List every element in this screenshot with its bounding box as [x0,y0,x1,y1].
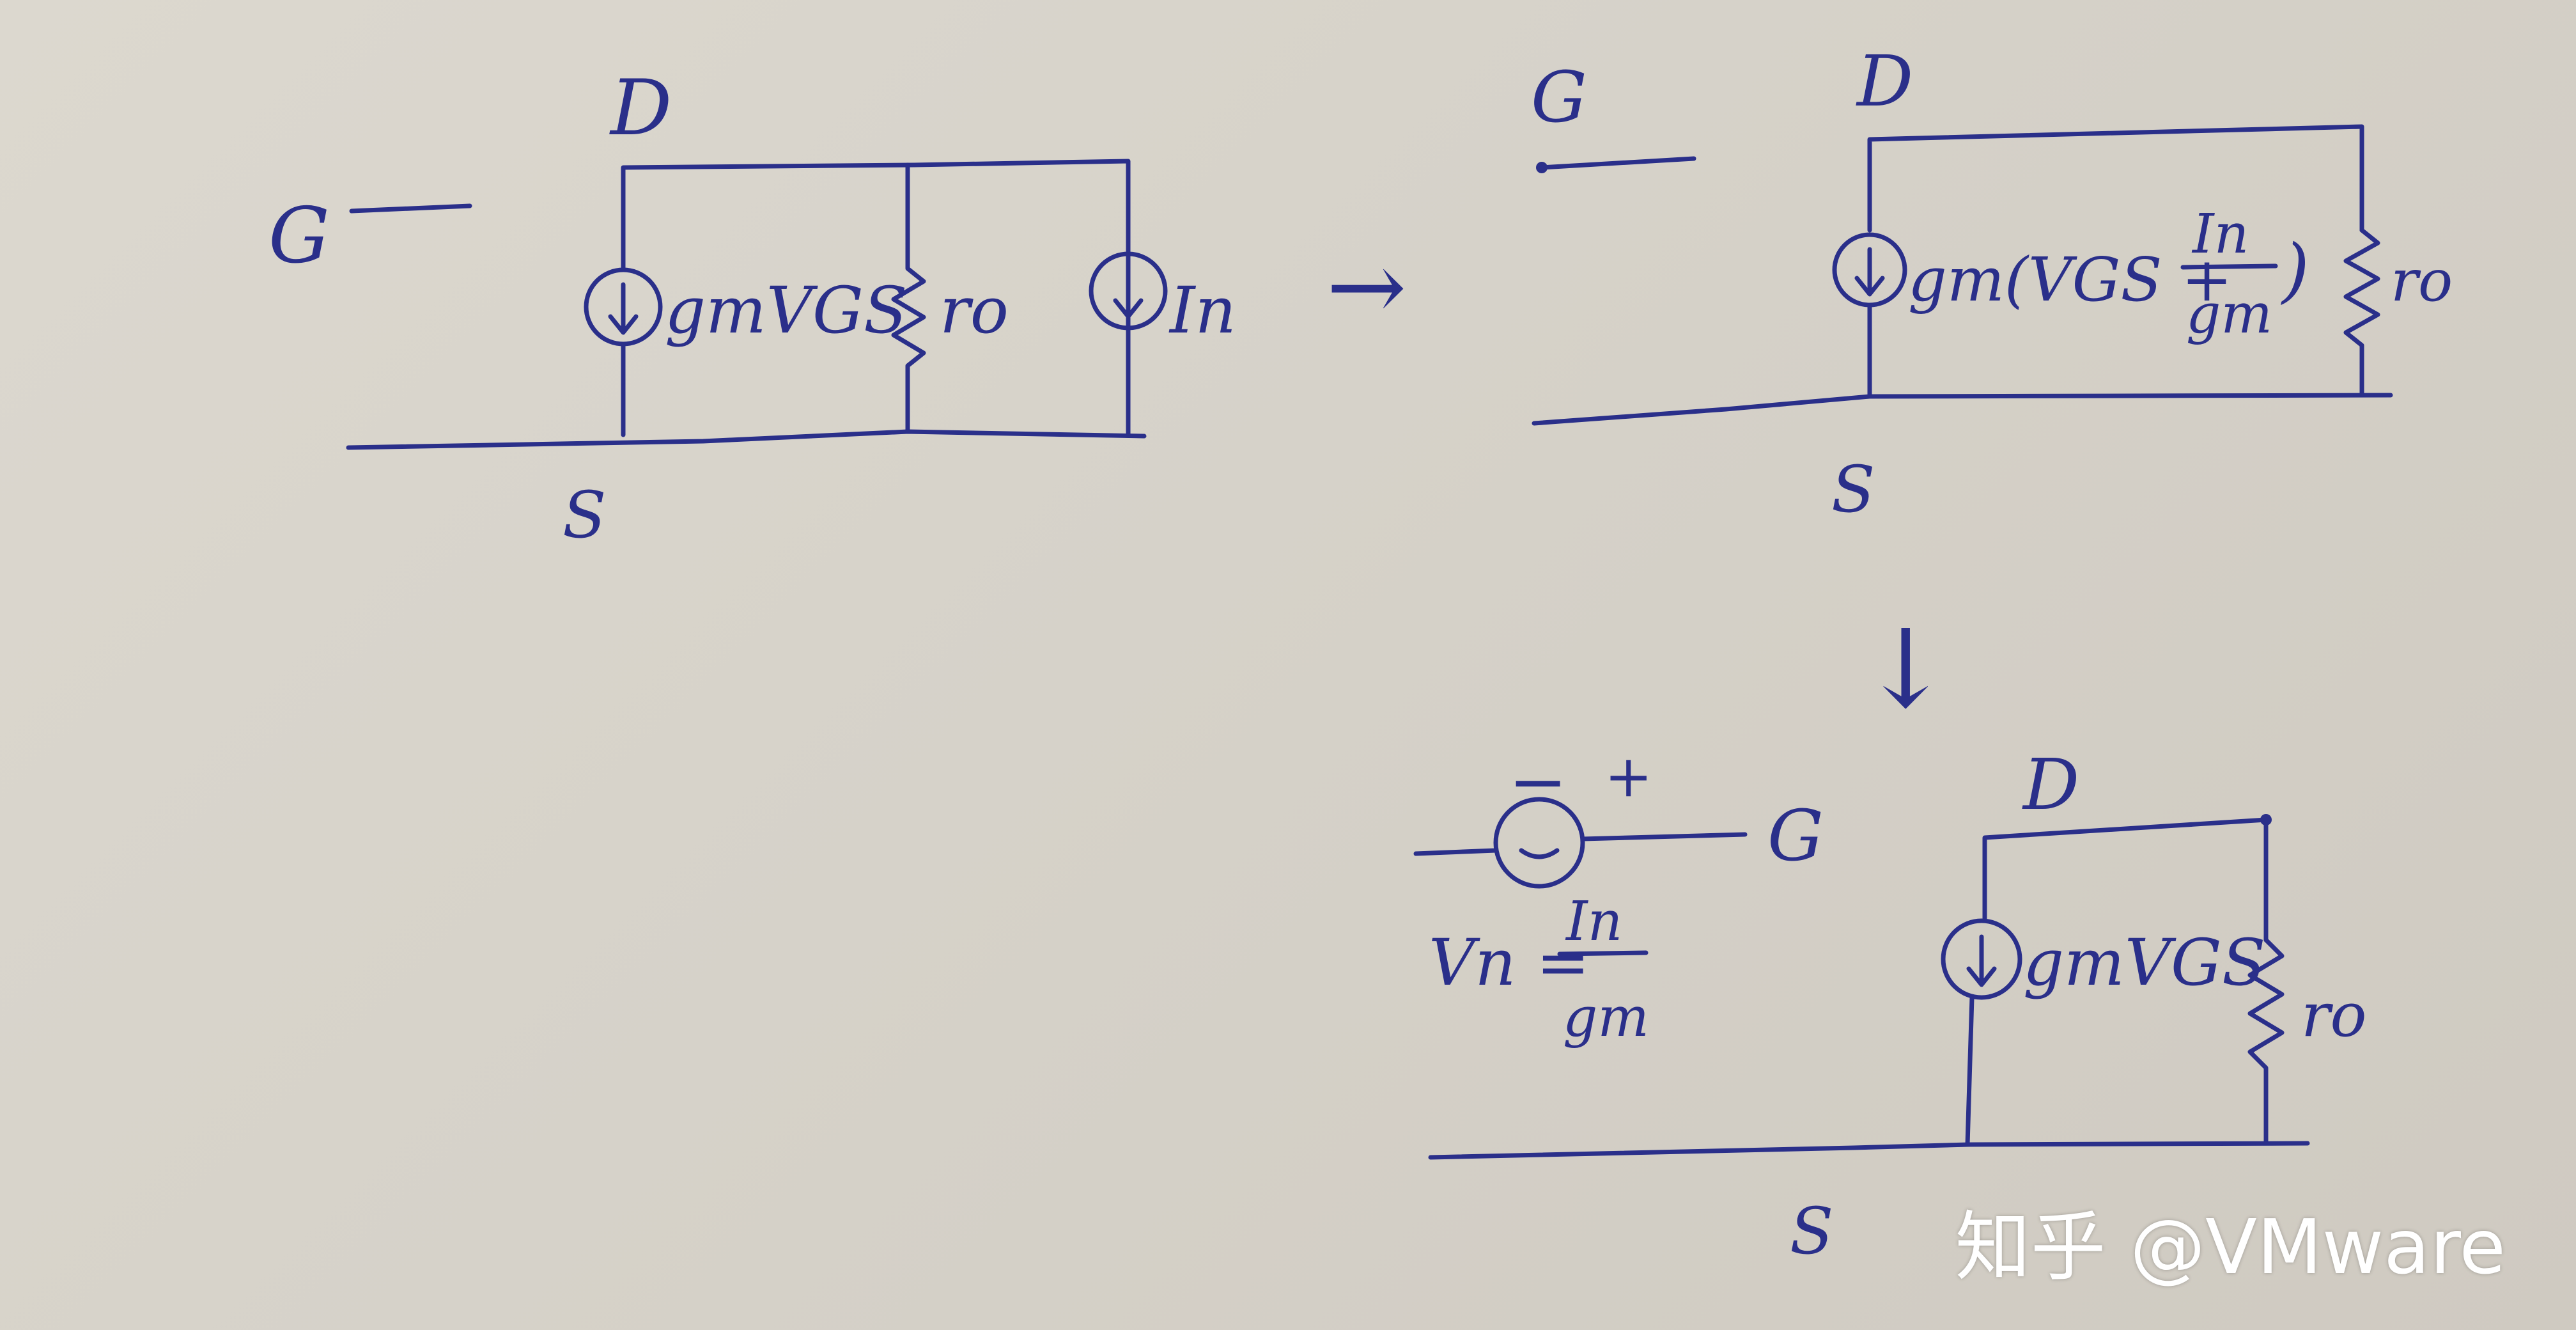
d3-plus-label: + [1604,743,1652,810]
d1-in-source-circle [1089,251,1168,331]
d2-frac-bar [2180,263,2278,270]
d1-gm-arrow-icon [608,314,639,335]
d3-ro-resistor [2247,937,2285,1146]
d3-source-label: S [1790,1194,1834,1269]
d1-gate-label: G [268,192,330,281]
d1-drain-label: D [609,64,672,153]
d2-drain-rail [1867,124,2364,233]
d2-drain-label: D [1856,40,1913,122]
d2-frac-num: In [2191,203,2249,266]
d3-frac-num: In [1565,890,1622,953]
d2-source-rail [1532,393,2393,426]
d3-frac-den: gm [1563,986,1649,1049]
down-arrow-icon: ↓ [1860,606,1951,733]
d2-gm-arrow-icon [1854,276,1885,297]
d3-gm-label: gmVGS [2023,925,2265,1000]
d1-gm-label: gmVGS [665,273,907,348]
watermark: 知乎 @VMware [1955,1203,2506,1291]
d1-source-rail [346,429,1147,450]
d3-drain-node [2260,814,2272,825]
d3-gm-bottom-wire [1965,995,1975,1147]
d3-gm-arrow-icon [1966,966,1997,987]
d3-frac-bar [1557,950,1649,957]
d1-in-arrow-icon [1113,298,1144,319]
d1-gate-wire [349,203,472,214]
d3-minus-label: − [1509,740,1567,822]
d1-in-label: In [1168,273,1236,348]
d2-ro-resistor [2343,228,2380,398]
right-arrow-icon: → [1326,231,1407,343]
d2-gate-label: G [1531,56,1587,138]
d2-ro-label: ro [2391,247,2453,315]
d3-gm-source-circle [1941,918,2022,1000]
d3-gate-wire-left [1413,848,1498,856]
d3-source-rail [1428,1141,2310,1160]
d2-gate-wire [1539,156,1696,170]
d3-gate-label: G [1767,795,1824,877]
d3-drain-label: D [2022,744,2079,825]
diagram-1: G D S gmVGS ro In [268,64,1236,552]
d1-source-label: S [563,478,607,552]
d3-ro-label: ro [2301,980,2367,1051]
d2-source-label: S [1831,452,1875,527]
diagram-2: G D S gm(VGS + In gm ) ro [1531,40,2453,527]
diagram-3: − + G Vn = In gm D S gmVGS ro [1413,740,2367,1269]
d1-ro-resistor [891,162,926,434]
d1-ro-label: ro [940,273,1009,348]
d3-vn-source-circle [1493,797,1585,889]
d2-frac-den: gm [2186,283,2272,346]
d3-vn-lhs: Vn = [1429,925,1590,1000]
d2-gm-label: gm(VGS + [1908,245,2232,315]
d3-vn-source-mark [1519,848,1560,859]
d3-gate-wire-right [1580,832,1748,841]
d2-close-paren: ) [2281,229,2309,311]
d3-drain-rail [1982,817,2269,943]
